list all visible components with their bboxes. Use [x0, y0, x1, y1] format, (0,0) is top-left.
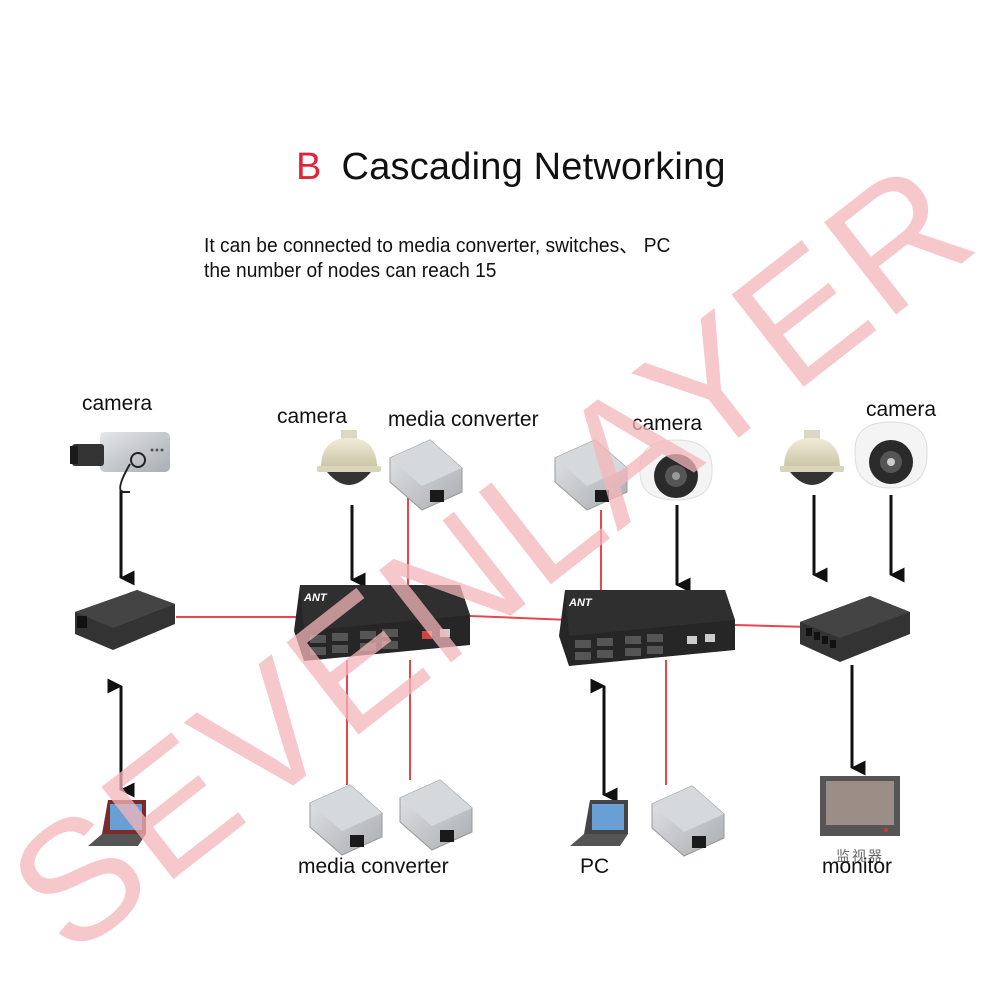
page-title: B Cascading Networking — [296, 146, 726, 189]
label-pc: PC — [580, 855, 610, 878]
label-monitor: monitor — [822, 855, 893, 878]
subtitle: It can be connected to media converter, … — [204, 234, 670, 284]
fiber-link-switch1-to-switch2 — [469, 615, 571, 621]
ethernet-switch-2: ANT — [559, 590, 735, 666]
label-media-converter: media converter — [388, 408, 539, 431]
media-converter-icon — [389, 439, 463, 511]
speed-dome-camera-icon — [317, 430, 381, 485]
media-converter-icon — [399, 779, 473, 851]
switch-logo: ANT — [568, 597, 593, 609]
monitor-icon — [820, 776, 900, 836]
laptop-icon — [570, 800, 628, 846]
black-media-converter-icon — [75, 590, 175, 650]
fiber-links — [176, 498, 811, 785]
ethernet-arrows — [107, 490, 905, 803]
black-switch-converter-icon — [800, 596, 910, 662]
media-converter-icon — [651, 785, 725, 857]
label-monitor-chinese: 监视器 — [836, 848, 884, 864]
media-converter-icon — [309, 784, 383, 856]
ethernet-switch-1: ANT — [294, 585, 470, 661]
title-text: Cascading Networking — [341, 146, 726, 188]
label-camera: camera — [866, 398, 937, 421]
media-converter-icon — [554, 439, 628, 511]
box-camera-icon — [70, 432, 170, 493]
ir-dome-camera-icon — [854, 421, 928, 489]
subtitle-line-1: It can be connected to media converter, … — [204, 235, 671, 257]
title-section-letter: B — [296, 146, 322, 188]
label-camera: camera — [277, 405, 348, 428]
subtitle-line-2: the number of nodes can reach 15 — [204, 260, 497, 282]
label-media-converter: media converter — [298, 855, 449, 878]
ir-dome-camera-icon — [639, 439, 713, 501]
speed-dome-camera-icon — [780, 430, 844, 485]
laptop-icon — [88, 800, 146, 846]
fiber-link-switch2-to-right-converter — [734, 624, 811, 628]
label-camera: camera — [632, 412, 703, 435]
switch-logo: ANT — [303, 592, 328, 604]
label-camera: camera — [82, 392, 153, 415]
